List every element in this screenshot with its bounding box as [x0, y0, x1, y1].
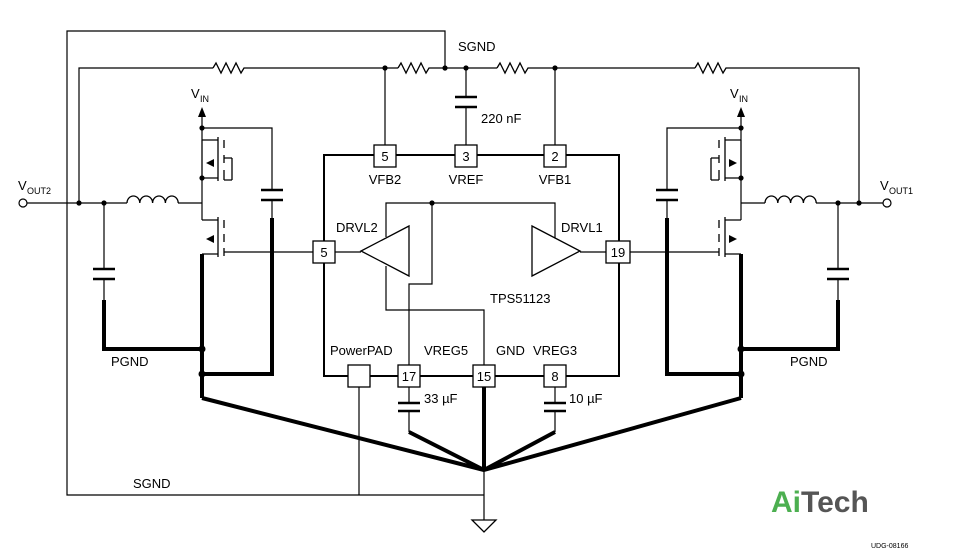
vout1-subscript: OUT1	[889, 186, 913, 196]
pin-vfb1-number: 2	[551, 149, 558, 164]
mosfet-low-left	[202, 217, 313, 257]
vreg5-label: VREG5	[424, 343, 468, 358]
vfb2-label: VFB2	[369, 172, 402, 187]
junction-dot	[442, 65, 448, 71]
vout2-terminal	[18, 198, 28, 208]
junction-dot	[738, 125, 744, 131]
mosfet-arrow	[206, 159, 214, 167]
junction-dot	[198, 345, 206, 353]
pgnd-right-bold	[741, 300, 840, 351]
pgnd-right-input-bold	[665, 218, 741, 376]
vfb1-label: VFB1	[539, 172, 572, 187]
resistor-r3	[496, 61, 531, 75]
pgnd-left-label: PGND	[111, 354, 149, 369]
vreg3-label: VREG3	[533, 343, 577, 358]
ground-symbol	[470, 519, 498, 533]
star-ground-bold	[201, 387, 742, 472]
junction-dot	[198, 370, 206, 378]
junction-dot	[856, 200, 862, 206]
mosfet-arrow	[729, 159, 737, 167]
junction-dot	[737, 345, 745, 353]
mosfet-low-right	[630, 217, 741, 257]
internal-supply-rail	[385, 202, 556, 366]
vin-left-wire	[201, 117, 273, 218]
pin-vfb2	[373, 144, 397, 168]
pgnd-right-label: PGND	[790, 354, 828, 369]
pin-gnd-number: 15	[477, 369, 491, 384]
mosfet-high-right	[710, 137, 742, 181]
vin-left-label: V	[191, 86, 200, 101]
pin-vreg3-number: 8	[551, 369, 558, 384]
cap-10uf-label: 10 µF	[569, 391, 603, 406]
cap-33uf-label: 33 µF	[424, 391, 458, 406]
powerpad-label: PowerPAD	[330, 343, 393, 358]
aitech-logo: AiTech	[771, 486, 869, 519]
junction-dot	[199, 125, 205, 131]
drvl1-label: DRVL1	[561, 220, 603, 235]
pin-vref-number: 3	[462, 149, 469, 164]
gnd-label: GND	[496, 343, 525, 358]
pin-powerpad	[347, 364, 371, 388]
pin-vfb1	[543, 144, 567, 168]
drvl2-label: DRVL2	[336, 220, 378, 235]
vout2-label: V	[18, 178, 27, 193]
vout2-subscript: OUT2	[27, 186, 51, 196]
inductor-l2	[126, 195, 179, 204]
pin-vfb2-number: 5	[381, 149, 388, 164]
resistor-r2	[397, 61, 432, 75]
drvl2-buffer-triangle	[359, 224, 410, 278]
ic-name-label: TPS51123	[490, 291, 550, 306]
vref-label: VREF	[449, 172, 484, 187]
vout1-terminal	[882, 198, 892, 208]
vout1-label: V	[880, 178, 889, 193]
mosfet-arrow	[206, 235, 214, 243]
doc-id-label: UDG-08166	[871, 543, 908, 550]
pin-drvl1-number: 19	[611, 245, 625, 260]
sgnd-net-wire	[66, 30, 484, 496]
inductor-l1	[764, 195, 817, 204]
pin-vref	[454, 144, 478, 168]
sgnd-top-label: SGND	[458, 39, 496, 54]
vin-right-wire	[666, 117, 742, 218]
vin-right-arrow	[737, 107, 745, 117]
junction-dot	[76, 200, 82, 206]
vin-right-label: V	[730, 86, 739, 101]
pin-vreg5-number: 17	[402, 369, 416, 384]
junction-dot	[429, 200, 435, 206]
mosfet-arrow	[729, 235, 737, 243]
vin-left-arrow	[198, 107, 206, 117]
pgnd-left-input-bold	[202, 218, 274, 376]
vin-right-subscript: IN	[739, 94, 748, 104]
mosfet-high-left	[201, 137, 233, 181]
pin-drvl2-number: 5	[320, 245, 327, 260]
resistor-r1	[212, 61, 247, 75]
sgnd-bottom-label: SGND	[133, 476, 171, 491]
junction-dot	[737, 370, 745, 378]
resistor-r4	[694, 61, 729, 75]
vin-left-subscript: IN	[200, 94, 209, 104]
cap-220nf-label: 220 nF	[481, 111, 522, 126]
pgnd-left-bold	[102, 300, 202, 351]
drvl1-buffer-triangle	[531, 224, 582, 278]
